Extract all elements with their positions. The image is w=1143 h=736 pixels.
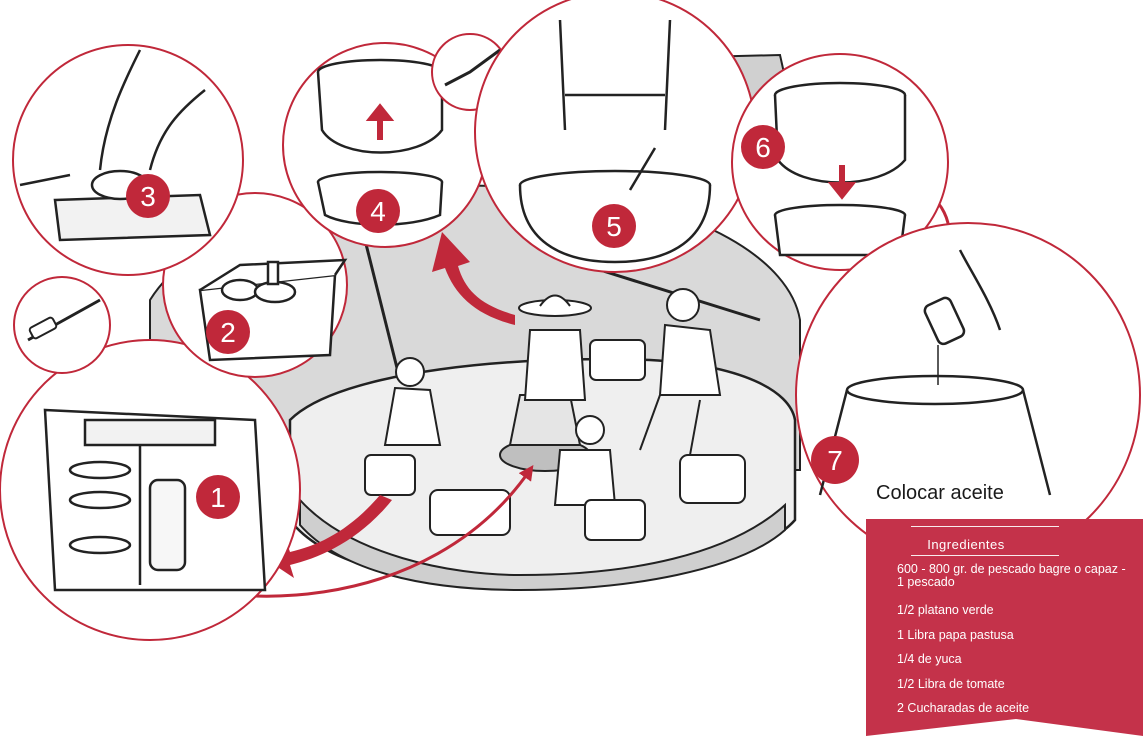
step-number: 6 [755, 132, 771, 163]
step-badge-7: 7 [811, 436, 859, 484]
step-number: 3 [140, 181, 156, 212]
ingredient-item: 600 - 800 gr. de pescado bagre o capaz -… [897, 563, 1132, 588]
step-7-oil-bubble [796, 223, 1140, 567]
step-number: 4 [370, 196, 386, 227]
ingredient-item: 1/2 platano verde [897, 604, 1137, 617]
ingredients-panel: Ingredientes 600 - 800 gr. de pescado ba… [866, 519, 1143, 736]
step-badge-2: 2 [206, 310, 250, 354]
stool [585, 500, 645, 540]
step-3-cutting-bubble [13, 45, 243, 275]
step-number: 5 [606, 211, 622, 242]
step-badge-3: 3 [126, 174, 170, 218]
ingredient-item: 1/2 Libra de tomate [897, 678, 1137, 691]
step-badge-6: 6 [741, 125, 785, 169]
step-number: 2 [220, 317, 236, 348]
divider [911, 555, 1059, 556]
step-1-cabinet-bubble [0, 340, 300, 640]
ingredient-item: 2 Cucharadas de aceite [897, 702, 1137, 715]
ingredients-list: 600 - 800 gr. de pescado bagre o capaz -… [897, 561, 1137, 715]
step-badge-1: 1 [196, 475, 240, 519]
step-badge-5: 5 [592, 204, 636, 248]
stool [365, 455, 415, 495]
step-badge-4: 4 [356, 189, 400, 233]
ingredients-title: Ingredientes [866, 537, 1066, 552]
step-number: 7 [827, 445, 843, 476]
ingredient-item: 1/4 de yuca [897, 653, 1137, 666]
stool [430, 490, 510, 535]
ingredient-item: 1 Libra papa pastusa [897, 629, 1137, 642]
divider [911, 526, 1059, 527]
stool [680, 455, 745, 503]
step-7-caption: Colocar aceite [876, 482, 1004, 505]
knife-bubble-left [14, 277, 110, 373]
step-number: 1 [210, 482, 226, 513]
central-pot [510, 395, 580, 445]
person-hat [519, 296, 591, 401]
stool [590, 340, 645, 380]
